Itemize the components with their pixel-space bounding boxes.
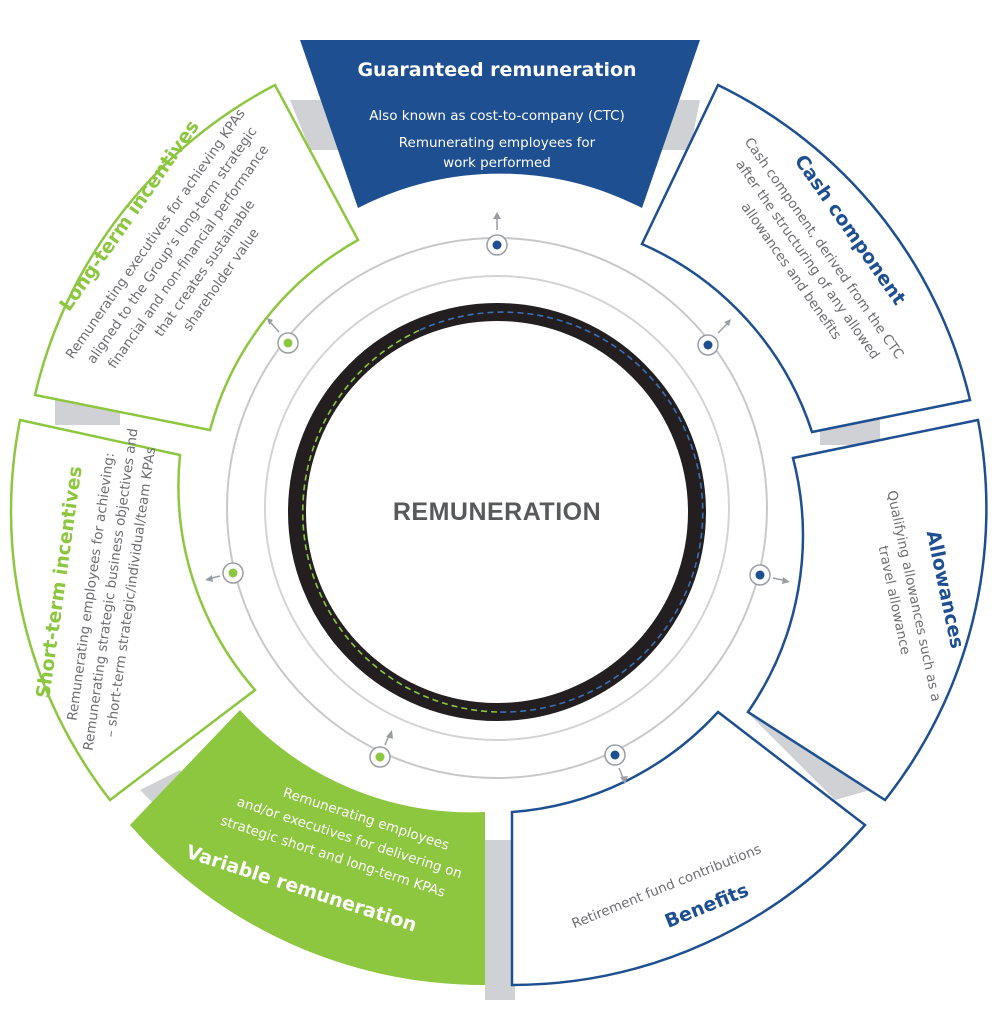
segment-variable-remuneration (130, 710, 485, 986)
segment-cash-component (640, 83, 972, 434)
node-variable (369, 730, 393, 768)
node-short-term (205, 562, 244, 584)
guaranteed-title: Guaranteed remuneration (357, 59, 636, 81)
center-label: REMUNERATION (393, 498, 601, 526)
guaranteed-line-2: Remunerating employees for (399, 135, 596, 151)
segment-allowances (746, 418, 988, 802)
gap-benefits-variable (485, 840, 515, 1000)
guaranteed-text: Guaranteed remuneration Also known as co… (357, 59, 636, 171)
guaranteed-line-1: Also known as cost-to-company (CTC) (369, 108, 625, 124)
dashed-arc-blue (419, 311, 704, 713)
inner-ring (264, 275, 730, 741)
dashed-arc-green (301, 329, 498, 713)
segment-benefits (510, 710, 867, 987)
ring-nodes (205, 212, 790, 784)
node-guaranteed (486, 212, 508, 256)
node-benefits (604, 744, 628, 784)
segment-long-term-incentives (33, 83, 360, 432)
node-long-term (267, 318, 299, 354)
segment-short-term-incentives (9, 418, 257, 802)
short-term-text: Short-term incentives Remunerating emplo… (32, 427, 159, 751)
guaranteed-line-3: work performed (443, 155, 551, 171)
segment-guaranteed-remuneration (300, 40, 700, 208)
node-cash (697, 319, 731, 356)
node-allowances (749, 564, 790, 586)
